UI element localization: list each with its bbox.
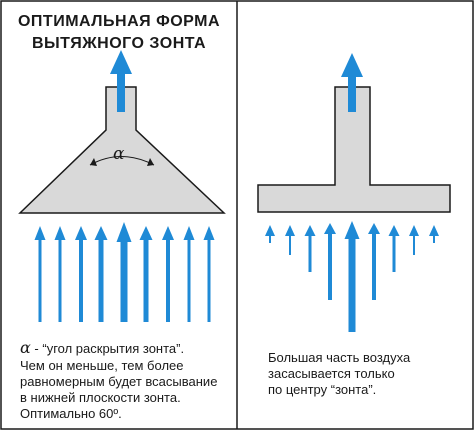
suction-arrow-right-3 — [304, 225, 316, 272]
left-note-line-4: в нижней плоскости зонта. — [20, 390, 181, 405]
suction-arrow-right-9 — [429, 225, 439, 243]
angle-arc — [89, 156, 155, 166]
suction-arrow-right-1 — [265, 225, 275, 243]
suction-arrow-left-1 — [34, 226, 46, 322]
suction-arrow-left-8 — [183, 226, 195, 322]
exhaust-arrow-right — [341, 53, 363, 112]
suction-arrow-right-8 — [409, 225, 419, 255]
suction-arrow-right-5 — [344, 221, 360, 332]
flat-hood-shape — [257, 86, 451, 213]
right-note-line-2: засасывается только — [268, 366, 395, 381]
left-note-line-3: равномерным будет всасывание — [20, 374, 218, 389]
left-note-line-2: Чем он меньше, тем более — [20, 358, 184, 373]
suction-arrow-right-7 — [388, 225, 400, 272]
airflow-arrows — [34, 50, 439, 332]
note-angle-symbol: α — [20, 338, 31, 357]
suction-arrow-left-7 — [162, 226, 174, 322]
suction-arrow-left-3 — [75, 226, 87, 322]
title-line-2: ВЫТЯЖНОГО ЗОНТА — [31, 35, 207, 52]
right-note-line-3: по центру “зонта”. — [268, 382, 377, 397]
suction-arrow-right-2 — [285, 225, 295, 255]
angle-label: α — [113, 144, 125, 164]
suction-arrow-right-4 — [324, 223, 336, 300]
title-line-1: ОПТИМАЛЬНАЯ ФОРМА — [17, 13, 221, 30]
left-note-line-5: Оптимально 60º. — [20, 406, 122, 421]
suction-arrow-left-2 — [54, 226, 66, 322]
suction-arrow-right-6 — [368, 223, 380, 300]
suction-arrow-left-4 — [94, 226, 108, 322]
angle-arc-right-head — [147, 158, 154, 166]
right-note-line-1: Большая часть воздуха — [268, 350, 411, 365]
left-note-line-1: α - “угол раскрытия зонта”. — [20, 340, 184, 357]
suction-arrow-left-5 — [116, 222, 132, 322]
suction-arrow-left-9 — [203, 226, 215, 322]
exhaust-arrow-left — [110, 50, 132, 112]
suction-arrow-left-6 — [139, 226, 153, 322]
note-line-1-text: - “угол раскрытия зонта”. — [30, 341, 185, 356]
angle-arc-left-head — [90, 158, 97, 166]
pyramid-hood-shape — [18, 86, 226, 214]
